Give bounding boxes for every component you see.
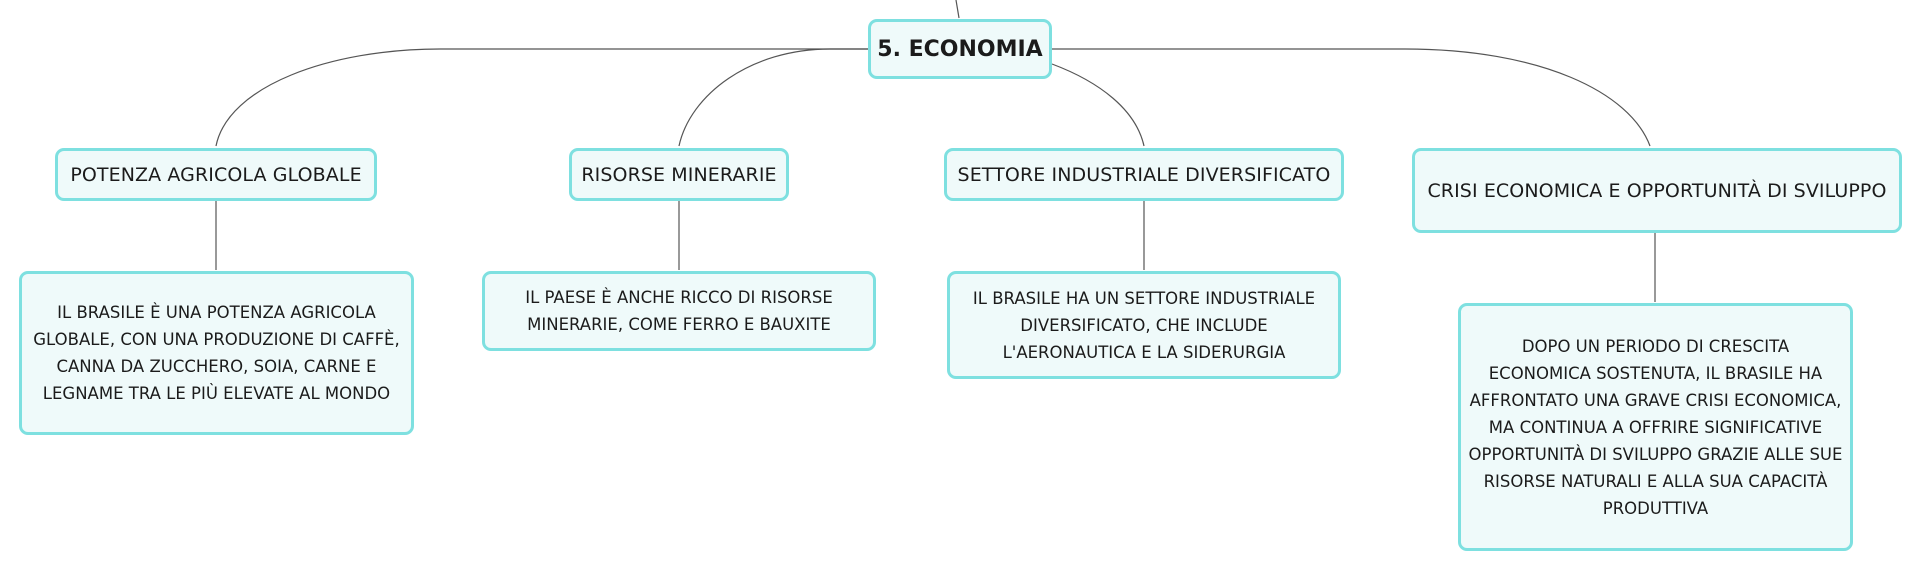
topic-node-crisi[interactable]: CRISI ECONOMICA E OPPORTUNITÀ DI SVILUPP… (1412, 148, 1902, 233)
detail-node-agricoltura[interactable]: IL BRASILE È UNA POTENZA AGRICOLA GLOBAL… (19, 271, 414, 435)
detail-node-text: DOPO UN PERIODO DI CRESCITA ECONOMICA SO… (1469, 333, 1843, 522)
central-node-label: 5. ECONOMIA (877, 36, 1043, 62)
topic-node-label: POTENZA AGRICOLA GLOBALE (70, 163, 362, 186)
detail-line: OPPORTUNITÀ DI SVILUPPO GRAZIE ALLE SUE (1468, 444, 1843, 464)
detail-line: CANNA DA ZUCCHERO, SOIA, CARNE E (56, 357, 377, 376)
detail-node-text: IL BRASILE HA UN SETTORE INDUSTRIALE DIV… (973, 285, 1315, 366)
topic-node-label: RISORSE MINERARIE (581, 163, 777, 186)
detail-node-risorse[interactable]: IL PAESE È ANCHE RICCO DI RISORSE MINERA… (482, 271, 876, 351)
connector-central-to-topic-2 (678, 48, 871, 147)
detail-line: DIVERSIFICATO, CHE INCLUDE (1020, 315, 1268, 335)
topic-node-label: SETTORE INDUSTRIALE DIVERSIFICATO (957, 163, 1331, 186)
detail-node-text: IL BRASILE È UNA POTENZA AGRICOLA GLOBAL… (33, 299, 399, 407)
detail-line: L'AERONAUTICA E LA SIDERURGIA (1002, 342, 1286, 362)
detail-line: AFFRONTATO UNA GRAVE CRISI ECONOMICA, (1469, 390, 1842, 410)
detail-line: IL BRASILE HA UN SETTORE INDUSTRIALE (972, 288, 1316, 308)
detail-line: PRODUTTIVA (1602, 498, 1709, 518)
connector-central-to-topic-3 (1051, 63, 1145, 147)
detail-line: IL BRASILE È UNA POTENZA AGRICOLA (57, 303, 376, 322)
connector-central-to-topic-4 (1052, 48, 1651, 147)
detail-node-crisi[interactable]: DOPO UN PERIODO DI CRESCITA ECONOMICA SO… (1458, 303, 1853, 551)
connector-central-to-topic-1 (215, 48, 871, 147)
topic-node-industria[interactable]: SETTORE INDUSTRIALE DIVERSIFICATO (944, 148, 1344, 201)
central-node[interactable]: 5. ECONOMIA (868, 19, 1052, 79)
detail-line: MA CONTINUA A OFFRIRE SIGNIFICATIVE (1488, 417, 1823, 437)
detail-line: RISORSE NATURALI E ALLA SUA CAPACITÀ (1483, 471, 1828, 491)
detail-line: DOPO UN PERIODO DI CRESCITA (1521, 336, 1790, 356)
detail-line: IL PAESE È ANCHE RICCO DI RISORSE (525, 288, 833, 307)
detail-line: LEGNAME TRA LE PIÙ ELEVATE AL MONDO (42, 384, 391, 403)
topic-node-agricoltura[interactable]: POTENZA AGRICOLA GLOBALE (55, 148, 377, 201)
topic-node-label: CRISI ECONOMICA E OPPORTUNITÀ DI SVILUPP… (1427, 179, 1887, 202)
topic-node-risorse[interactable]: RISORSE MINERARIE (569, 148, 789, 201)
connector-parent-to-central (955, 0, 960, 19)
detail-line: ECONOMICA SOSTENUTA, IL BRASILE HA (1488, 363, 1823, 383)
detail-line: GLOBALE, CON UNA PRODUZIONE DI CAFFÈ, (33, 330, 400, 349)
detail-node-text: IL PAESE È ANCHE RICCO DI RISORSE MINERA… (525, 284, 833, 338)
detail-line: MINERARIE, COME FERRO E BAUXITE (527, 315, 831, 334)
detail-node-industria[interactable]: IL BRASILE HA UN SETTORE INDUSTRIALE DIV… (947, 271, 1341, 379)
